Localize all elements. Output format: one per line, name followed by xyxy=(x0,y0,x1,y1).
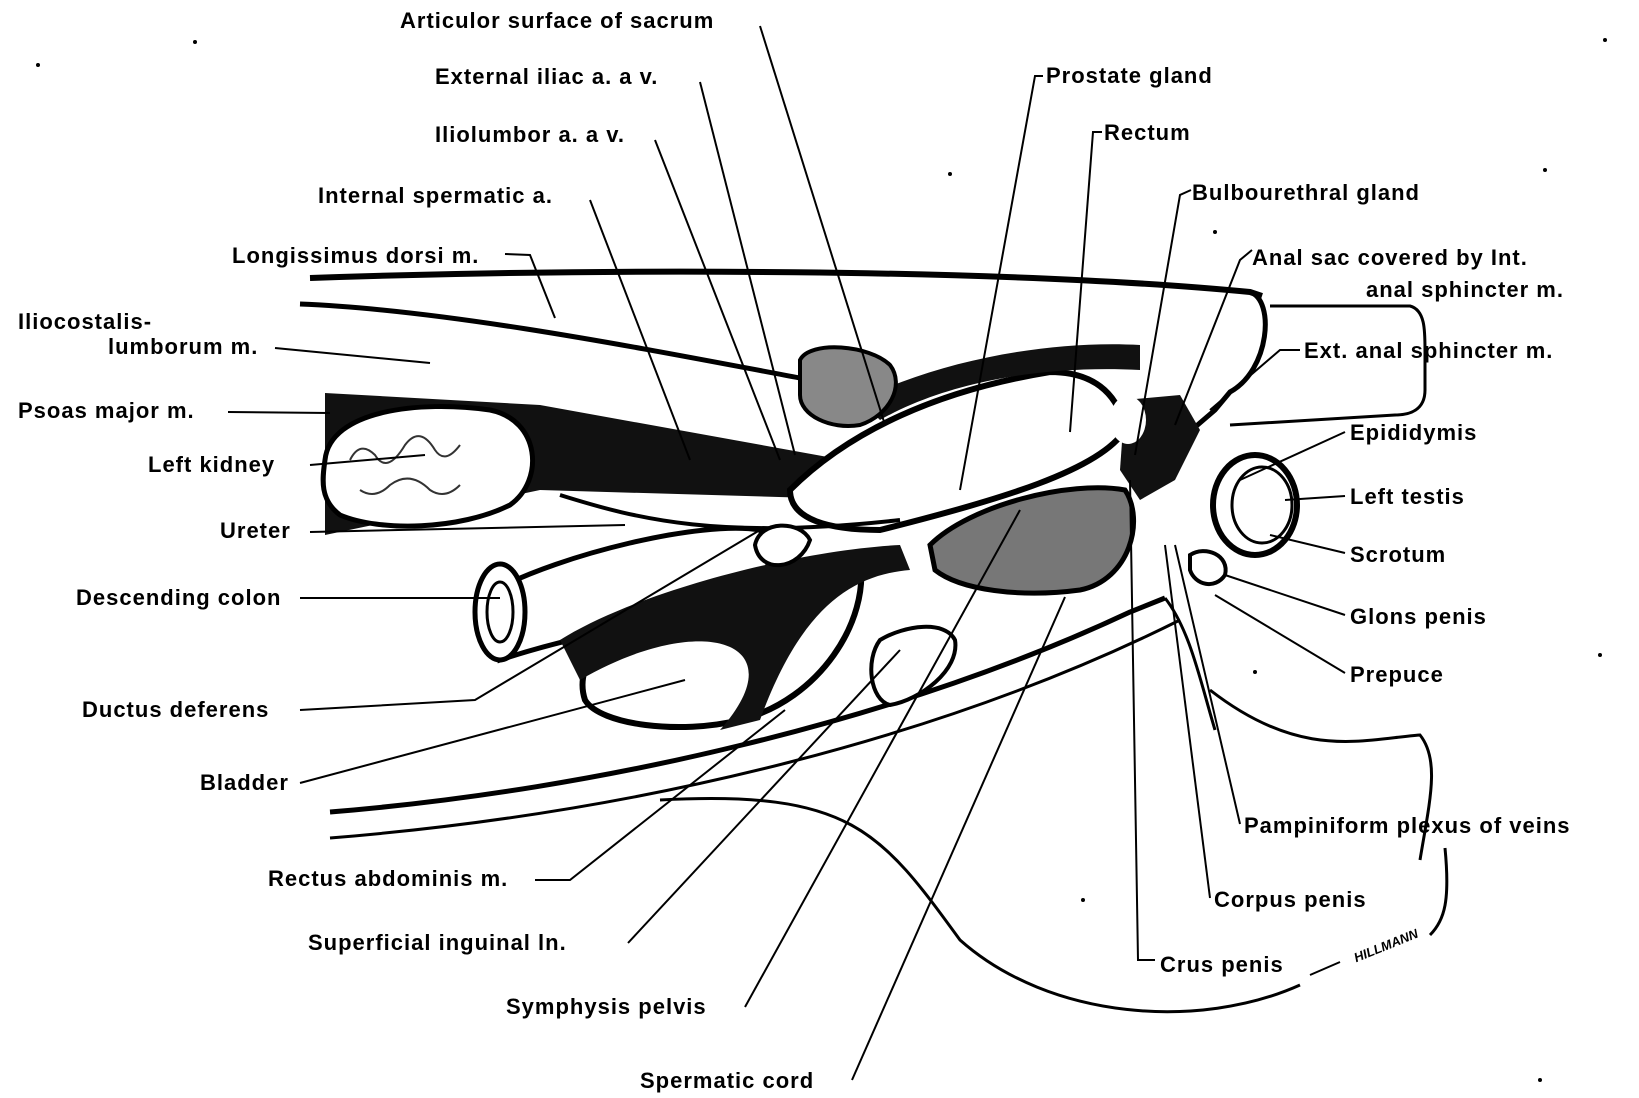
label-anal-sac-line1: Anal sac covered by Int. xyxy=(1252,245,1528,271)
label-longissimus-dorsi: Longissimus dorsi m. xyxy=(232,243,479,269)
label-iliolumbar: Iliolumbor a. a v. xyxy=(435,122,625,148)
label-symphysis-pelvis: Symphysis pelvis xyxy=(506,994,707,1020)
label-iliocostalis-line1: Iliocostalis- xyxy=(18,309,152,335)
label-internal-spermatic: Internal spermatic a. xyxy=(318,183,553,209)
label-scrotum: Scrotum xyxy=(1350,542,1446,568)
label-psoas-major: Psoas major m. xyxy=(18,398,195,424)
label-external-iliac: External iliac a. a v. xyxy=(435,64,658,90)
label-rectus-abdominis: Rectus abdominis m. xyxy=(268,866,508,892)
label-bladder: Bladder xyxy=(200,770,289,796)
label-articular-surface-of-sacrum: Articulor surface of sacrum xyxy=(400,8,714,34)
left-kidney xyxy=(323,407,532,527)
label-spermatic-cord: Spermatic cord xyxy=(640,1068,814,1094)
label-pampiniform-plexus: Pampiniform plexus of veins xyxy=(1244,813,1571,839)
label-anal-sac-line2: anal sphincter m. xyxy=(1366,277,1564,303)
colon-lumen xyxy=(475,564,525,660)
label-rectum: Rectum xyxy=(1104,120,1191,146)
spermatic-cord-loop xyxy=(660,799,1300,1012)
label-prepuce: Prepuce xyxy=(1350,662,1444,688)
label-corpus-penis: Corpus penis xyxy=(1214,887,1367,913)
label-ductus-deferens: Ductus deferens xyxy=(82,697,269,723)
dorsal-outline xyxy=(310,272,1262,296)
label-left-kidney: Left kidney xyxy=(148,452,275,478)
dorsal-muscle-line xyxy=(300,304,800,378)
label-ext-anal-sphincter: Ext. anal sphincter m. xyxy=(1304,338,1553,364)
label-superficial-inguinal: Superficial inguinal ln. xyxy=(308,930,567,956)
glans-penis xyxy=(1190,551,1226,584)
label-crus-penis: Crus penis xyxy=(1160,952,1284,978)
label-glans-penis: Glons penis xyxy=(1350,604,1487,630)
label-bulbourethral-gland: Bulbourethral gland xyxy=(1192,180,1420,206)
left-testis xyxy=(1213,455,1297,555)
label-descending-colon: Descending colon xyxy=(76,585,281,611)
label-iliocostalis-line2: lumborum m. xyxy=(108,334,258,360)
label-prostate-gland: Prostate gland xyxy=(1046,63,1213,89)
label-left-testis: Left testis xyxy=(1350,484,1465,510)
label-ureter: Ureter xyxy=(220,518,291,544)
label-epididymis: Epididymis xyxy=(1350,420,1477,446)
